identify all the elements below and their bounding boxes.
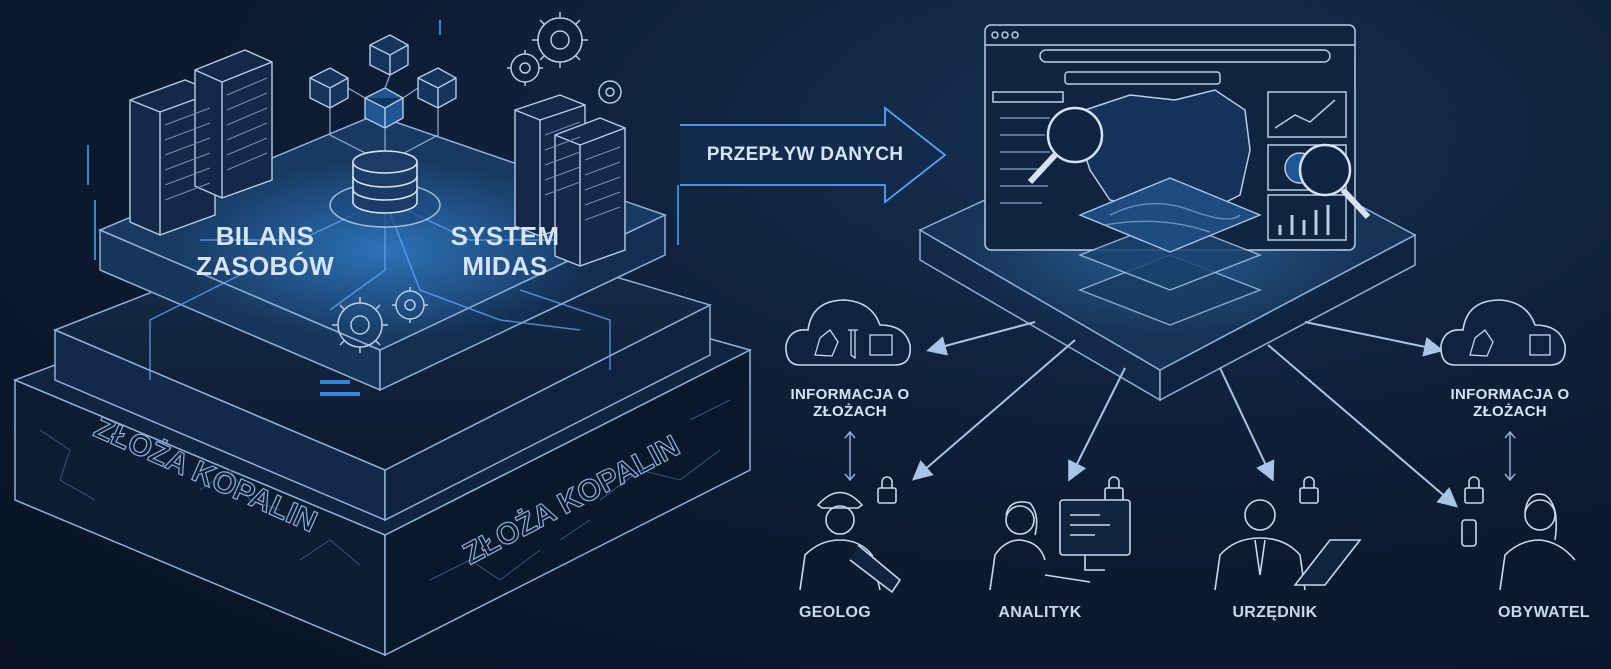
- bilans-label: BILANS ZASOBÓW: [196, 221, 334, 281]
- midas-label: SYSTEM MIDAS: [450, 221, 560, 281]
- role-obywatel: OBYWATEL: [1498, 604, 1590, 621]
- lock-icon: [877, 476, 1484, 504]
- info-label-left: INFORMACJA O ZŁOŻACH: [790, 386, 910, 421]
- distribution-arrows: [911, 321, 1459, 508]
- analyst-icon: [989, 499, 1131, 591]
- network-cubes-icon: [309, 34, 457, 129]
- citizen-icon: [1461, 493, 1576, 591]
- geologist-icon: [799, 491, 902, 594]
- flow-label: PRZEPŁYW DANYCH: [706, 144, 904, 165]
- browser-window-icon: [984, 24, 1356, 251]
- role-urzednik: URZĘDNIK: [1232, 604, 1318, 621]
- gears-icon: [507, 12, 622, 104]
- gears-icon: [332, 287, 428, 353]
- server-rack-icon: [129, 49, 273, 236]
- data-flow-arrow: [680, 106, 947, 204]
- map-layers-icon: [1078, 177, 1262, 326]
- database-icon: [329, 150, 441, 228]
- bidirectional-arrow: [844, 430, 1516, 482]
- role-analityk: ANALITYK: [998, 604, 1082, 621]
- info-label-right: INFORMACJA O ZŁOŻACH: [1450, 386, 1570, 421]
- official-icon: [1214, 499, 1362, 591]
- role-geolog: GEOLOG: [798, 604, 872, 621]
- magnifier-icon: [1027, 106, 1371, 220]
